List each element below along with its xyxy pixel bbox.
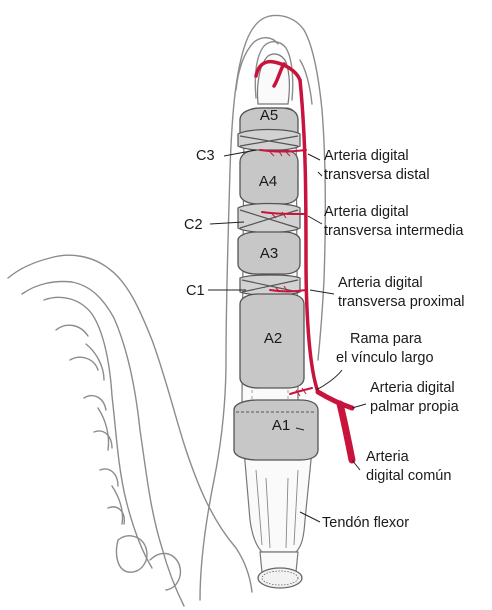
pulley-a3: A3	[238, 232, 300, 274]
pulley-a2-label: A2	[264, 330, 282, 347]
pulley-a1-label: A1	[272, 417, 290, 434]
pulley-a2: A2	[240, 294, 304, 388]
label-transverse-distal: Arteria digital transversa distal	[324, 148, 430, 183]
label-vinculum-branch-line1: Rama para	[350, 331, 423, 347]
label-common-digital-line2: digital común	[366, 468, 451, 484]
pulley-a4: A4	[240, 150, 298, 204]
label-transverse-proximal: Arteria digital transversa proximal	[338, 275, 465, 310]
distal-tip	[255, 42, 292, 104]
label-transverse-distal-line1: Arteria digital	[324, 148, 409, 164]
cruciate-c2	[238, 204, 300, 233]
label-transverse-distal-line2: transversa distal	[324, 167, 430, 183]
label-transverse-intermediate-line1: Arteria digital	[324, 204, 409, 220]
label-common-digital: Arteria digital común	[366, 449, 451, 484]
cruciate-c2-label: C2	[184, 217, 203, 233]
label-proper-palmar-line1: Arteria digital	[370, 380, 455, 396]
label-common-digital-line1: Arteria	[366, 449, 410, 465]
cruciate-c3	[238, 130, 300, 151]
label-vinculum-branch-line2: el vínculo largo	[336, 350, 434, 366]
label-transverse-proximal-line2: transversa proximal	[338, 294, 465, 310]
pulley-a3-label: A3	[260, 245, 278, 262]
label-transverse-intermediate-line2: transversa intermedia	[324, 223, 464, 239]
label-vinculum-branch: Rama para el vínculo largo	[336, 331, 434, 366]
label-transverse-intermediate: Arteria digital transversa intermedia	[324, 204, 464, 239]
cruciate-c3-label: C3	[196, 148, 215, 164]
label-transverse-proximal-line1: Arteria digital	[338, 275, 423, 291]
label-proper-palmar: Arteria digital palmar propia	[370, 380, 460, 415]
label-flexor-tendon: Tendón flexor	[322, 515, 409, 531]
flexor-tendon	[244, 450, 312, 588]
label-proper-palmar-line2: palmar propia	[370, 399, 460, 415]
pulley-a4-label: A4	[259, 173, 277, 190]
pulley-a5-label: A5	[260, 107, 278, 124]
pulley-a1: A1	[234, 400, 318, 460]
hand-outline	[8, 255, 252, 606]
cruciate-c1-label: C1	[186, 283, 205, 299]
